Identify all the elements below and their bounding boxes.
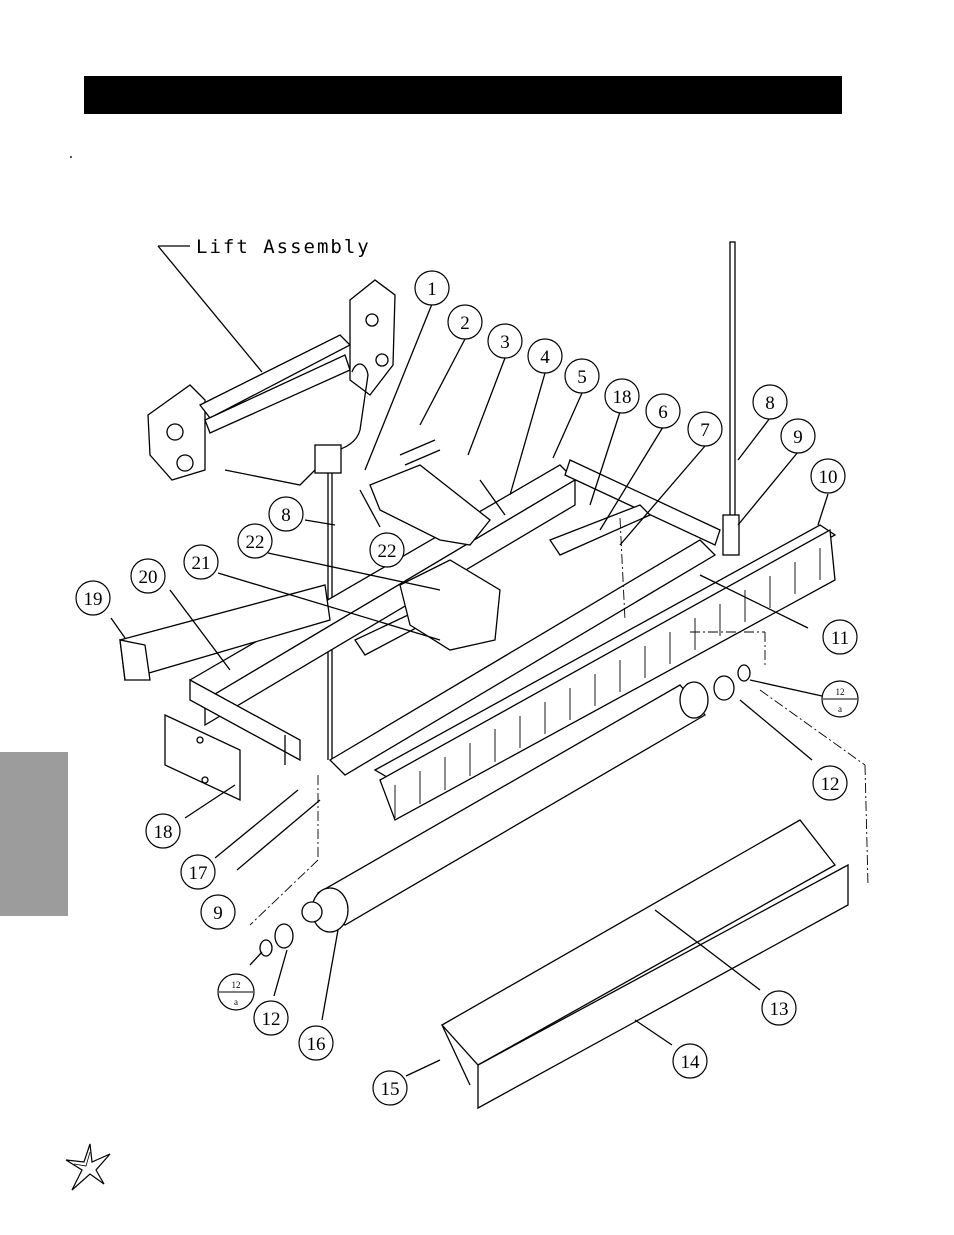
- star-logo-icon: [65, 1143, 111, 1191]
- page-title-bar: [84, 76, 842, 114]
- callout-8-right: 8: [765, 393, 775, 414]
- callout-19: 19: [84, 589, 103, 610]
- callout-2: 2: [460, 313, 470, 334]
- section-tab: [0, 752, 68, 916]
- callout-12-right: 12: [821, 774, 840, 795]
- subref-left-top: 12: [232, 980, 241, 990]
- callout-14: 14: [681, 1052, 701, 1073]
- callout-7: 7: [700, 420, 710, 441]
- callout-18-bottom: 18: [154, 822, 173, 843]
- callout-1: 1: [427, 279, 437, 300]
- subref-right-bottom: a: [838, 704, 842, 714]
- callout-21: 21: [192, 553, 211, 574]
- callout-22-left: 22: [246, 532, 265, 553]
- callout-9-right: 9: [793, 427, 803, 448]
- callout-3: 3: [500, 332, 510, 353]
- callout-10: 10: [819, 467, 838, 488]
- page-mark: [70, 156, 72, 158]
- callout-15: 15: [381, 1079, 400, 1100]
- callout-9-left: 9: [213, 903, 223, 924]
- callout-6: 6: [658, 402, 668, 423]
- callout-16: 16: [307, 1034, 326, 1055]
- callout-11: 11: [831, 628, 849, 649]
- callout-20: 20: [139, 567, 158, 588]
- callout-17: 17: [189, 863, 208, 884]
- callout-12-left: 12: [262, 1009, 281, 1030]
- lift-assembly-label: Lift Assembly: [196, 236, 371, 258]
- callout-22-center: 22: [378, 541, 397, 562]
- callout-8-left: 8: [281, 505, 291, 526]
- callout-18-top: 18: [613, 387, 632, 408]
- subref-right-top: 12: [836, 687, 845, 697]
- callout-13: 13: [770, 999, 789, 1020]
- callout-5: 5: [577, 367, 587, 388]
- callout-4: 4: [540, 347, 550, 368]
- subref-left-bottom: a: [234, 997, 238, 1007]
